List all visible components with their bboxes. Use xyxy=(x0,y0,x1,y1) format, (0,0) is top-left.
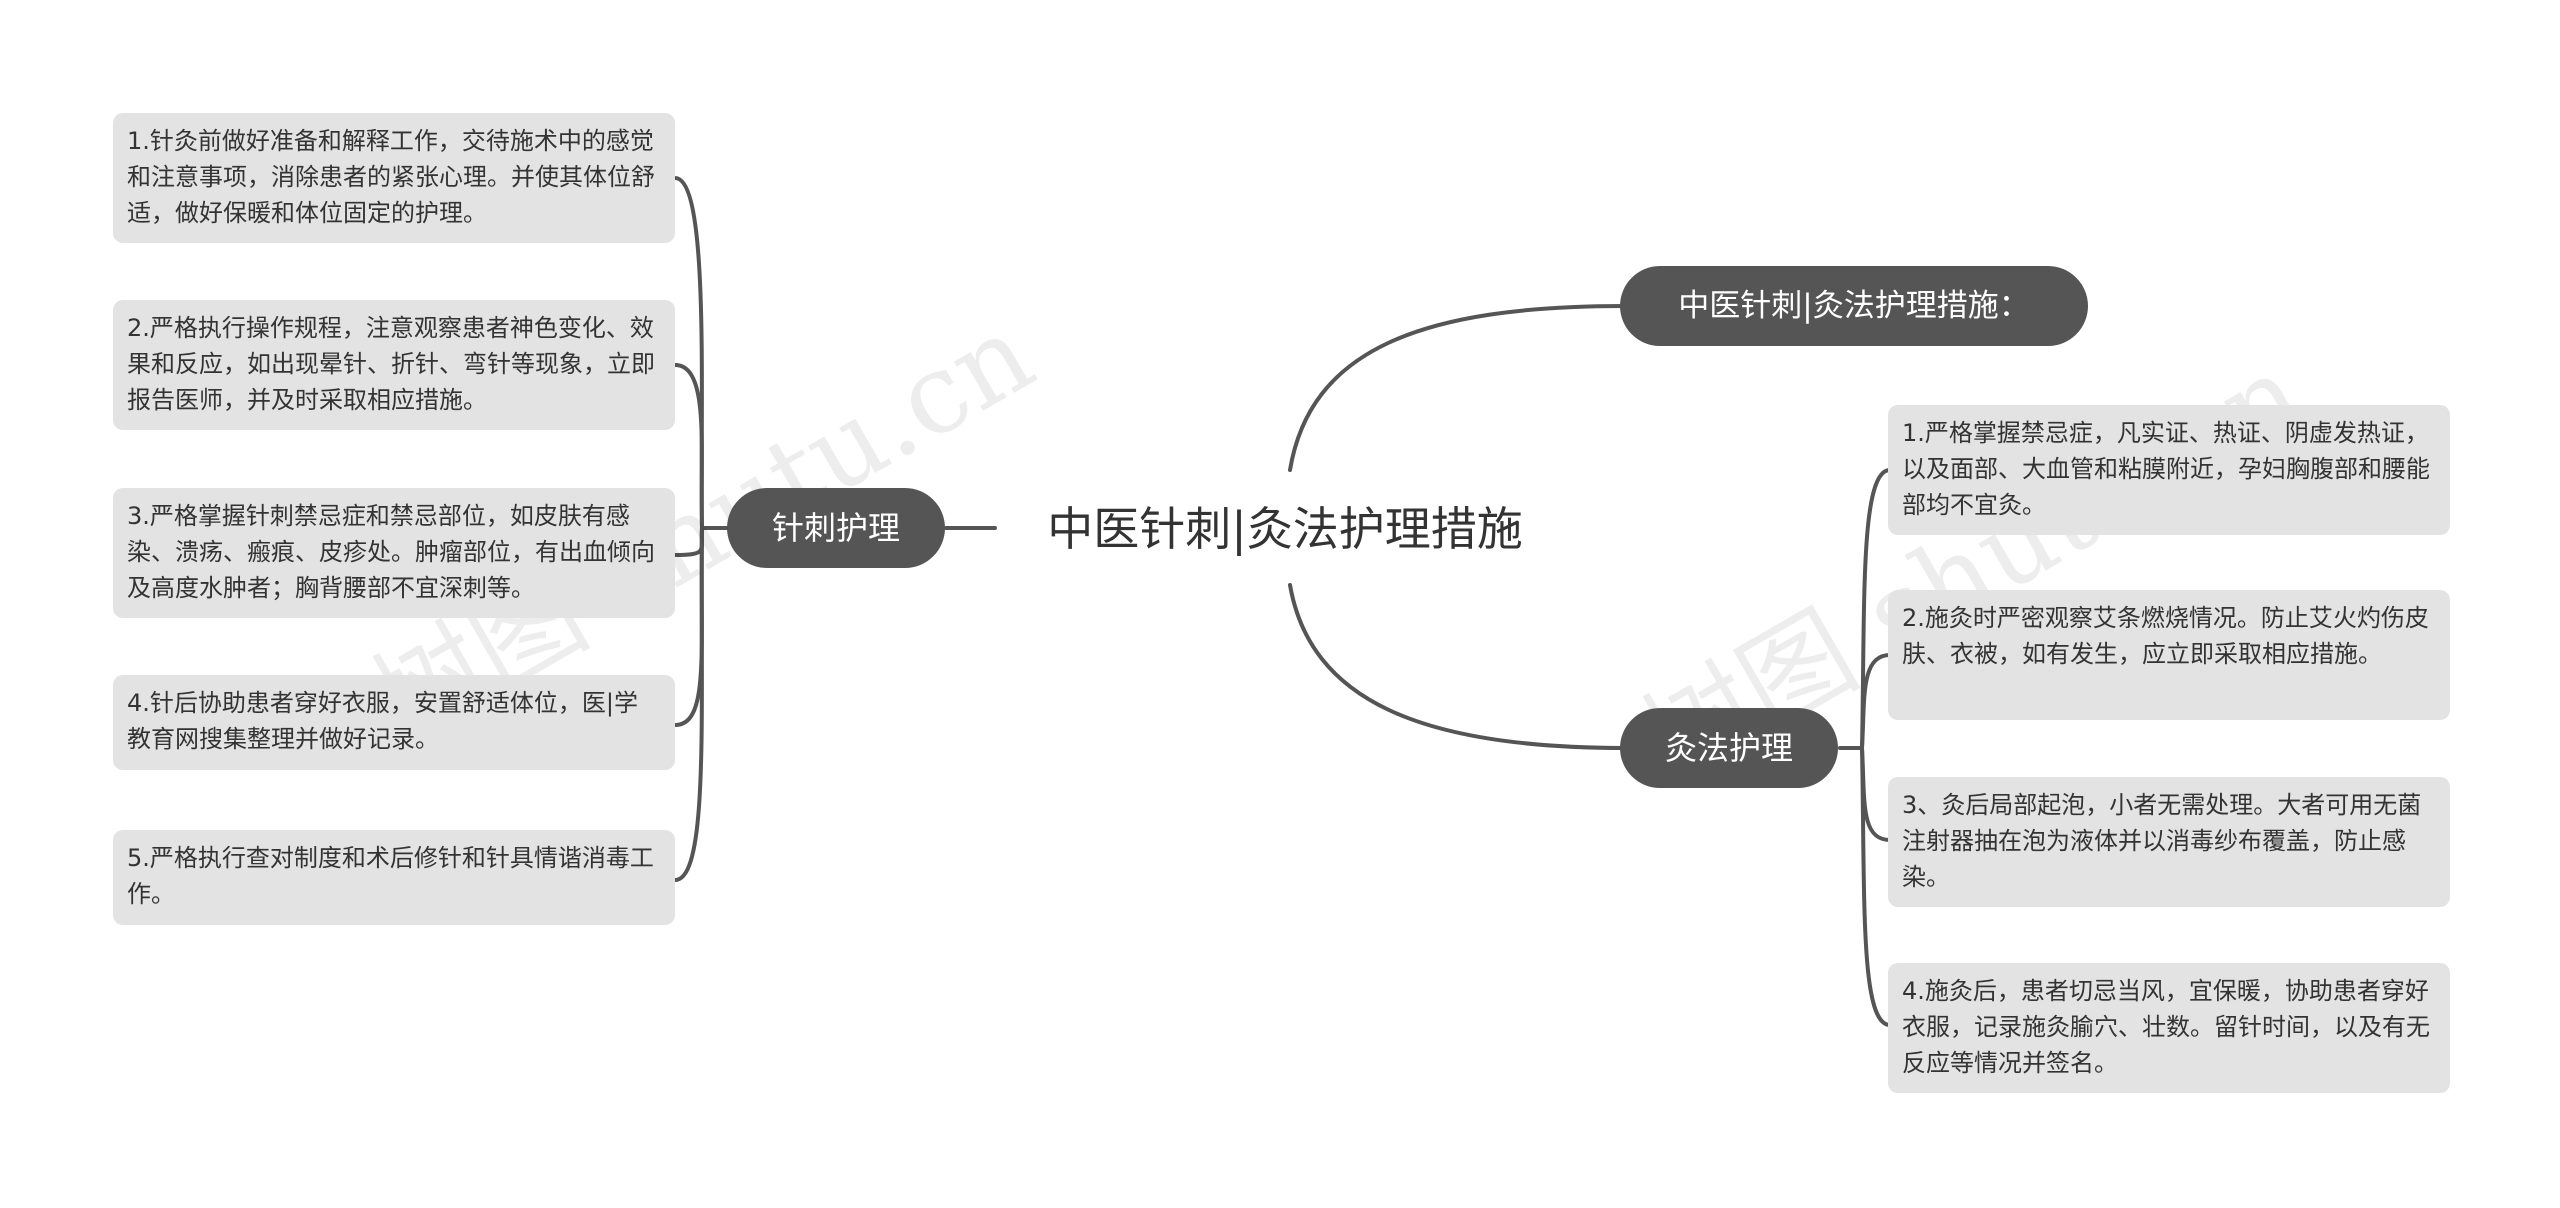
connector-right-leaf-2 xyxy=(1860,653,1892,750)
connector-left-leaf-5 xyxy=(673,526,704,882)
connector-left-leaf-3 xyxy=(673,526,704,557)
connector-root-rightbranch xyxy=(1288,583,1627,750)
branch-acupuncture-care[interactable]: 针刺护理 xyxy=(727,488,945,568)
leaf-acupuncture-5[interactable]: 5.严格执行查对制度和术后修针和针具情谐消毒工作。 xyxy=(113,830,675,925)
leaf-acupuncture-4[interactable]: 4.针后协助患者穿好衣服，安置舒适体位，医|学教育网搜集整理并做好记录。 xyxy=(113,675,675,770)
branch-measures-title[interactable]: 中医针刺|灸法护理措施： xyxy=(1620,266,2088,346)
root-topic[interactable]: 中医针刺|灸法护理措施 xyxy=(1047,502,1523,556)
branch-moxibustion-care[interactable]: 灸法护理 xyxy=(1620,708,1838,788)
leaf-acupuncture-2[interactable]: 2.严格执行操作规程，注意观察患者神色变化、效果和反应，如出现晕针、折针、弯针等… xyxy=(113,300,675,430)
leaf-acupuncture-3[interactable]: 3.严格掌握针刺禁忌症和禁忌部位，如皮肤有感染、溃疡、瘢痕、皮疹处。肿瘤部位，有… xyxy=(113,488,675,618)
connector-left-leaf-2 xyxy=(673,363,704,530)
connector-right-leaf-3 xyxy=(1860,746,1892,842)
connector-right-leaf-4 xyxy=(1860,746,1892,1027)
leaf-moxibustion-3[interactable]: 3、灸后局部起泡，小者无需处理。大者可用无菌注射器抽在泡为液体并以消毒纱布覆盖，… xyxy=(1888,777,2450,907)
connector-root-righttop xyxy=(1288,304,1627,472)
leaf-moxibustion-1[interactable]: 1.严格掌握禁忌症，凡实证、热证、阴虚发热证，以及面部、大血管和粘膜附近，孕妇胸… xyxy=(1888,405,2450,535)
connector-left-leaf-1 xyxy=(673,176,737,530)
leaf-moxibustion-2[interactable]: 2.施灸时严密观察艾条燃烧情况。防止艾火灼伤皮肤、衣被，如有发生，应立即采取相应… xyxy=(1888,590,2450,720)
leaf-acupuncture-1[interactable]: 1.针灸前做好准备和解释工作，交待施术中的感觉和注意事项，消除患者的紧张心理。并… xyxy=(113,113,675,243)
leaf-moxibustion-4[interactable]: 4.施灸后，患者切忌当风，宜保暖，协助患者穿好衣服，记录施灸腧穴、壮数。留针时间… xyxy=(1888,963,2450,1093)
connector-left-leaf-4 xyxy=(673,526,704,727)
